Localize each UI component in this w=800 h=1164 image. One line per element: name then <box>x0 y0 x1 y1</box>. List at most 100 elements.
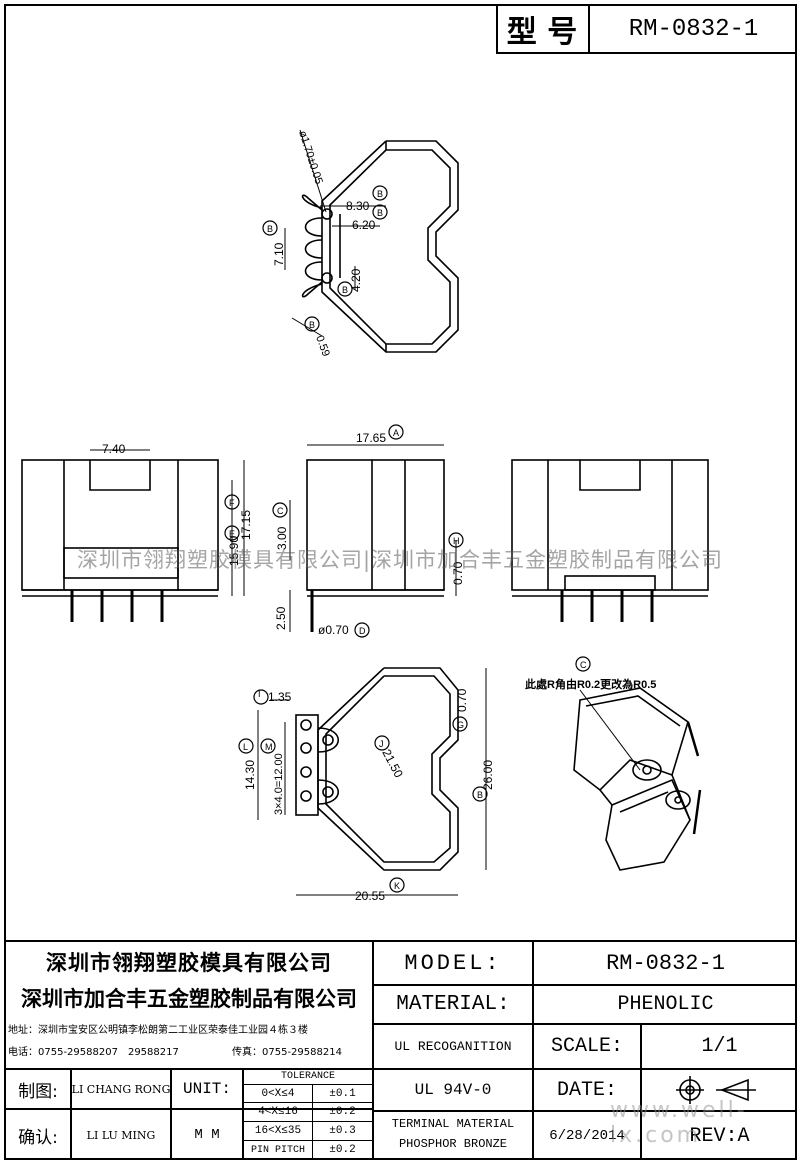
date-label: DATE: <box>556 1078 617 1102</box>
tb-tol-line-2 <box>242 1121 372 1122</box>
tb-line-2 <box>374 1023 797 1025</box>
header-type-label: 型 号 <box>506 15 578 50</box>
tol-range-0: 0<X≤4 <box>261 1087 295 1100</box>
model-value: RM-0832-1 <box>606 950 725 976</box>
dim-3-00: 3.00 <box>275 526 289 550</box>
tb-vline-tol <box>242 1068 244 1160</box>
dim-0-59: 0.59 <box>313 334 332 358</box>
tag-c-iso: C <box>580 660 587 670</box>
tb-vline-drawn <box>70 1068 72 1160</box>
header-model-number: RM-0832-1 <box>628 15 759 43</box>
isometric-view: C 此處R角由R0.2更改為R0.5 <box>525 656 702 871</box>
unit-value: M M <box>194 1127 220 1143</box>
dim-20-55: 20.55 <box>355 889 385 903</box>
tag-e: E <box>229 529 235 539</box>
tag-h: H <box>453 536 460 546</box>
tag-b-top-left: B <box>267 224 273 234</box>
dim-7-40: 7.40 <box>102 442 126 456</box>
tb-line-4 <box>4 1108 374 1110</box>
model-label: MODEL: <box>404 950 502 976</box>
company-name-2: 深圳市加合丰五金塑胶制品有限公司 <box>21 987 357 1011</box>
iso-revision-note: 此處R角由R0.2更改為R0.5 <box>525 677 656 691</box>
material-label: MATERIAL: <box>396 993 510 1016</box>
approved-by-value: LI LU MING <box>86 1128 156 1142</box>
tag-c-side: C <box>277 506 284 516</box>
tb-line-top <box>4 940 797 942</box>
dim-pin-hole-diameter: ø1.70±0.05 <box>296 129 325 186</box>
dim-26-00: 26.00 <box>481 760 495 790</box>
tag-b-top-4: B <box>309 320 315 330</box>
header-divider <box>588 4 590 54</box>
material-value: PHENOLIC <box>617 993 714 1016</box>
approved-by-label: 确认: <box>18 1127 58 1148</box>
tol-value-3: ±0.2 <box>329 1144 356 1156</box>
tag-k: K <box>394 881 400 891</box>
tol-range-2: 16<X≤35 <box>254 1125 302 1137</box>
dim-15-90: 15.90 <box>227 536 241 566</box>
dim-14-30: 14.30 <box>243 760 257 790</box>
projection-symbol-icon <box>676 1076 756 1104</box>
scale-value: 1/1 <box>701 1035 738 1058</box>
dim-8-30: 8.30 <box>346 199 370 213</box>
tb-line-1 <box>374 984 797 986</box>
tb-line-5 <box>374 1110 797 1112</box>
date-value: 6/28/2014 <box>549 1128 625 1144</box>
tol-range-1: 4<X≤16 <box>258 1106 298 1118</box>
drawing-border <box>4 4 797 1160</box>
tb-tol-line-1 <box>242 1102 372 1103</box>
dim-7-10: 7.10 <box>272 242 286 266</box>
tag-l: L <box>243 742 248 752</box>
header-model-box <box>496 4 797 54</box>
tol-value-0: ±0.1 <box>329 1087 356 1100</box>
bottom-view: 1.35 I 14.30 L 3×4.0=12.00 M 0.70 G 21.5… <box>238 667 495 903</box>
dim-21-50: 21.50 <box>379 747 406 780</box>
terminal-material-line2: PHOSPHOR BRONZE <box>398 1137 508 1151</box>
tb-vline-scale <box>640 1023 642 1160</box>
top-view: ø1.70±0.05 8.30 6.20 7.10 4.20 0.59 B B … <box>262 129 459 358</box>
tag-d: D <box>359 626 366 636</box>
ul-recognition-label: UL RECOGANITION <box>394 1039 512 1054</box>
tb-vline-tol2 <box>312 1084 313 1160</box>
dim-2-50: 2.50 <box>274 606 288 630</box>
scale-label: SCALE: <box>550 1035 623 1058</box>
tol-value-2: ±0.3 <box>329 1125 356 1137</box>
company-address: 地址：深圳市宝安区公明镇李松朗第二工业区荣泰佳工业园４栋３楼 <box>8 1024 308 1036</box>
tb-line-3 <box>4 1068 797 1070</box>
tb-tol-line-3 <box>242 1140 372 1141</box>
dim-1-35: 1.35 <box>268 690 292 704</box>
revision: REV:A <box>689 1124 750 1148</box>
front-view: 7.40 17.15 15.90 F E <box>21 442 253 622</box>
tag-m: M <box>265 742 273 752</box>
terminal-material-line1: TERMINAL MATERIAL <box>391 1117 515 1131</box>
tag-b-bottom: B <box>477 790 483 800</box>
tag-a: A <box>393 428 399 438</box>
website-watermark: www.well-lx.com <box>610 1098 748 1148</box>
ul-value: UL 94V-0 <box>414 1081 492 1099</box>
tb-vline-main <box>372 940 374 1160</box>
back-view <box>511 459 709 622</box>
technical-drawing: ø1.70±0.05 8.30 6.20 7.10 4.20 0.59 B B … <box>21 129 709 903</box>
dim-17-65: 17.65 <box>356 431 386 445</box>
company-name-1: 深圳市翎翔塑胶模具有限公司 <box>46 951 332 975</box>
tag-i: I <box>258 689 261 699</box>
side-view: 17.65 A 3.00 C 0.70 H 2.50 ø0.70 D <box>272 424 465 638</box>
tag-j: J <box>379 739 384 749</box>
tb-vline-right <box>532 940 534 1160</box>
tol-value-1: ±0.2 <box>329 1106 356 1118</box>
tag-b-top-2: B <box>377 208 383 218</box>
tol-range-3: PIN PITCH <box>250 1144 305 1156</box>
drawn-by-label: 制图: <box>18 1081 58 1102</box>
tolerance-label: TOLERANCE <box>280 1071 335 1082</box>
tb-tol-line-0 <box>242 1084 372 1085</box>
drawn-by-value: LI CHANG RONG <box>71 1082 171 1096</box>
dim-3x4-12-00: 3×4.0=12.00 <box>273 753 285 815</box>
dim-0-70-side: 0.70 <box>451 561 465 585</box>
dim-4-20: 4.20 <box>349 268 363 292</box>
tag-g: G <box>457 720 464 730</box>
company-fax: 传真：0755-29588214 <box>232 1046 342 1058</box>
company-phone: 电话：0755-29588207 29588217 <box>8 1046 179 1058</box>
dim-6-20: 6.20 <box>352 218 376 232</box>
dim-pin-diameter: ø0.70 <box>318 623 349 637</box>
tag-b-top-3: B <box>342 285 348 295</box>
